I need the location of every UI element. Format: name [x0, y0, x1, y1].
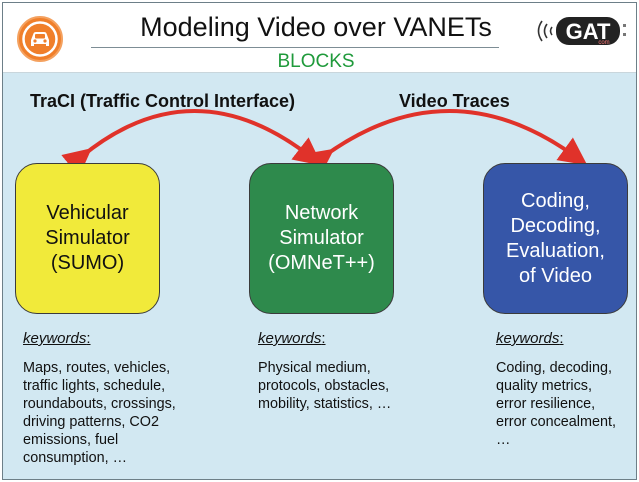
vehicular-simulator-block: Vehicular Simulator (SUMO): [15, 163, 160, 314]
logo-text: GAT: [566, 19, 611, 44]
gat-logo: GAT com: [537, 17, 626, 46]
keywords-colon: :: [559, 330, 564, 347]
logo-subtext: com: [598, 40, 609, 46]
block-line: Network: [284, 202, 359, 224]
keywords-heading-text: keywords: [23, 330, 87, 347]
page-title: Modeling Video over VANETs: [140, 12, 492, 42]
block-line: Decoding,: [510, 214, 601, 237]
keyword-line: driving patterns, CO2: [23, 414, 159, 430]
keywords-colon: :: [86, 330, 91, 347]
keyword-line: Coding, decoding,: [496, 360, 613, 376]
video-coding-block: Coding, Decoding, Evaluation, of Video: [483, 163, 628, 314]
block-line: (SUMO): [50, 252, 125, 274]
keywords-heading: keywords:: [23, 330, 91, 347]
block-line: Evaluation,: [506, 239, 605, 262]
block-line: Coding,: [521, 189, 590, 212]
block-line: Vehicular: [46, 202, 129, 224]
video-traces-label: Video Traces: [399, 91, 510, 111]
connection-arrows: [61, 109, 588, 177]
keyword-line: Physical medium,: [258, 360, 371, 376]
keyword-line: quality metrics,: [496, 378, 592, 394]
keyword-line: error resilience,: [496, 396, 596, 412]
block-line: of Video: [518, 264, 593, 287]
page-subtitle: BLOCKS: [277, 51, 355, 72]
keyword-line: roundabouts, crossings,: [23, 396, 176, 412]
keyword-line: emissions, fuel: [23, 432, 119, 448]
car-in-circle-icon: [17, 16, 63, 62]
keywords-heading-text: keywords: [258, 330, 322, 347]
keyword-line: protocols, obstacles,: [258, 378, 390, 394]
keyword-line: …: [496, 432, 511, 448]
vehicular-keywords: Maps, routes, vehicles, traffic lights, …: [23, 359, 176, 467]
keyword-line: Maps, routes, vehicles,: [23, 360, 171, 376]
keyword-line: traffic lights, schedule,: [23, 378, 166, 394]
title-divider: [91, 47, 499, 48]
keyword-line: mobility, statistics, …: [258, 396, 392, 412]
signal-waves-icon: [537, 20, 553, 42]
network-simulator-block: Network Simulator (OMNeT++): [249, 163, 394, 314]
keywords-heading-text: keywords: [496, 330, 560, 347]
traci-arrow-curve: [61, 109, 323, 177]
keyword-line: consumption, …: [23, 450, 127, 466]
keywords-heading: keywords:: [496, 330, 564, 347]
header: Modeling Video over VANETs BLOCKS GAT co…: [3, 3, 636, 73]
block-line: Simulator: [279, 227, 364, 249]
video-traces-arrow-curve: [303, 109, 588, 177]
keywords-heading: keywords:: [258, 330, 326, 347]
network-keywords: Physical medium, protocols, obstacles, m…: [258, 359, 391, 413]
block-line: Simulator: [45, 227, 130, 249]
traci-link-label: TraCI (Traffic Control Interface): [30, 91, 296, 111]
video-keywords: Coding, decoding, quality metrics, error…: [496, 359, 616, 449]
keyword-line: error concealment,: [496, 414, 616, 430]
block-line: (OMNeT++): [268, 252, 375, 274]
keywords-colon: :: [321, 330, 326, 347]
